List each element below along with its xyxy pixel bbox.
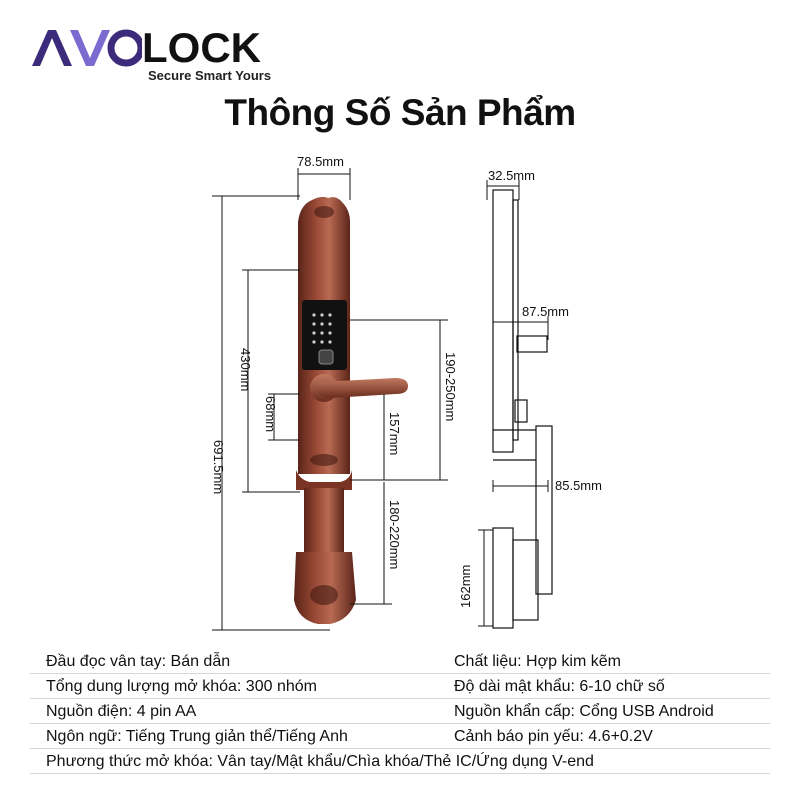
spec-left: Nguồn điện: 4 pin AA xyxy=(46,703,197,720)
dim-side-depth: 32.5mm xyxy=(488,168,535,183)
spec-left: Phương thức mở khóa: Vân tay/Mật khẩu/Ch… xyxy=(46,753,594,770)
dim-door-range-bottom: 180-220mm xyxy=(387,500,402,569)
spec-right: Nguồn khẩn cấp: Cổng USB Android xyxy=(454,703,714,720)
avo-logo-mark-icon xyxy=(32,29,142,67)
spec-right: Cảnh báo pin yếu: 4.6+0.2V xyxy=(454,728,653,745)
dim-front-width: 78.5mm xyxy=(297,154,344,169)
dim-handle-gap: 68mm xyxy=(263,396,278,432)
front-view-lock xyxy=(294,196,408,624)
spec-left: Tổng dung lượng mở khóa: 300 nhóm xyxy=(46,678,317,695)
spec-row: Đầu đọc vân tay: Bán dẫn Chất liệu: Hợp … xyxy=(30,649,770,674)
side-view-lock xyxy=(492,189,553,629)
spec-left: Đầu đọc vân tay: Bán dẫn xyxy=(46,653,231,670)
brand-name: LOCK xyxy=(142,24,261,71)
spec-left: Ngôn ngữ: Tiếng Trung giản thể/Tiếng Anh xyxy=(46,728,348,745)
dim-total-height: 691.5mm xyxy=(211,440,226,494)
product-dimension-diagram: 78.5mm 691.5mm 430mm 68mm 157mm 190-250m… xyxy=(211,154,602,631)
spec-row: Nguồn điện: 4 pin AA Nguồn khẩn cấp: Cổn… xyxy=(30,699,770,724)
spec-row: Tổng dung lượng mở khóa: 300 nhóm Độ dài… xyxy=(30,674,770,699)
dim-side-back: 85.5mm xyxy=(555,478,602,493)
dim-side-handle: 87.5mm xyxy=(522,304,569,319)
spec-right: Độ dài mật khẩu: 6-10 chữ số xyxy=(454,678,665,695)
dim-side-bottom: 162mm xyxy=(458,565,473,608)
spec-right: Chất liệu: Hợp kim kẽm xyxy=(454,653,621,670)
page-title: Thông Số Sản Phẩm xyxy=(224,92,576,133)
dim-door-range-top: 190-250mm xyxy=(443,352,458,421)
spec-row: Ngôn ngữ: Tiếng Trung giản thể/Tiếng Anh… xyxy=(30,724,770,749)
brand-logo: LOCK Secure Smart Yours xyxy=(30,26,290,86)
dim-body-height: 430mm xyxy=(238,348,253,391)
brand-tagline: Secure Smart Yours xyxy=(148,68,272,83)
dim-center-distance: 157mm xyxy=(387,412,402,455)
spec-table: Đầu đọc vân tay: Bán dẫn Chất liệu: Hợp … xyxy=(30,649,770,774)
spec-row: Phương thức mở khóa: Vân tay/Mật khẩu/Ch… xyxy=(30,749,770,774)
